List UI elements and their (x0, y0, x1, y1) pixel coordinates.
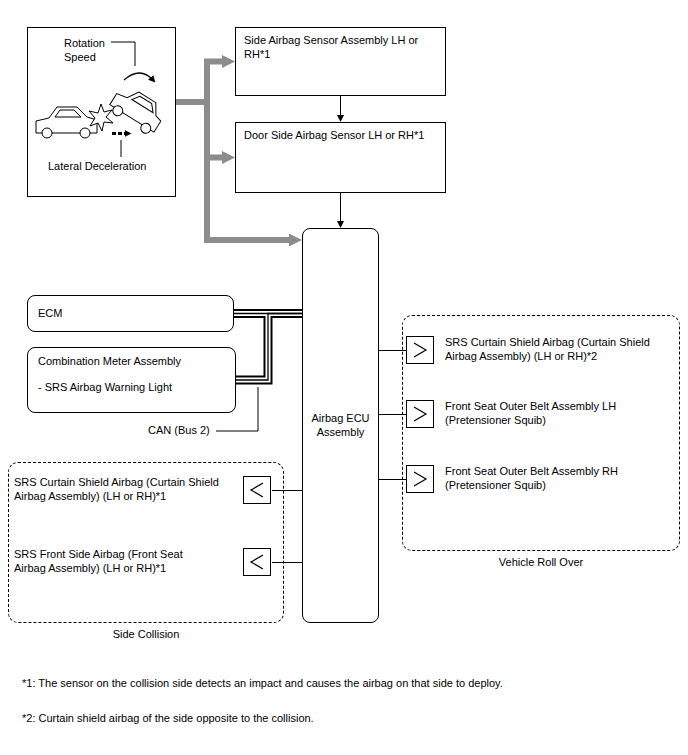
squib-symbol (244, 477, 271, 504)
node-text: Front Seat Outer Belt Assembly RH (Prete… (445, 463, 645, 493)
leader-line (121, 140, 122, 157)
sensor-box: Door Side Airbag Sensor LH or RH*1 (235, 122, 446, 193)
squib-symbol (406, 465, 435, 495)
squib-symbol (414, 343, 426, 357)
node-text: Combination Meter Assembly (38, 355, 225, 369)
squib-item: Front Seat Outer Belt Assembly LH (Prete… (406, 398, 668, 432)
squib-symbol (243, 548, 272, 578)
ecu-box: ECM (27, 295, 234, 332)
group-region: SRS Curtain Shield Airbag (Curtain Shiel… (402, 315, 680, 551)
node-text: Airbag ECU Assembly (305, 412, 376, 440)
illustration-box: Rotation SpeedLateral Deceleration (27, 27, 176, 197)
motion-arrow (112, 132, 128, 135)
node-text: Lateral Deceleration (48, 160, 173, 174)
footnote: *2: Curtain shield airbag of the side op… (22, 712, 672, 726)
can-bus (236, 314, 302, 381)
squib-symbol (407, 466, 434, 493)
signal-arrow (340, 193, 341, 221)
signal-arrow (176, 102, 222, 158)
signal-arrow (340, 96, 341, 115)
node-text: Front Seat Outer Belt Assembly LH (Prete… (445, 398, 645, 428)
node-text: ECM (38, 307, 62, 321)
car (107, 83, 168, 138)
squib-symbol (407, 401, 434, 428)
leader-line (216, 387, 258, 431)
squib-item: SRS Front Side Airbag (Front Seat Airbag… (14, 546, 272, 580)
node-text: - SRS Airbag Warning Light (38, 381, 225, 395)
impact-mark (89, 104, 113, 131)
car (36, 107, 97, 138)
node-text: SRS Front Side Airbag (Front Seat Airbag… (14, 546, 199, 576)
sensor-box: Side Airbag Sensor Assembly LH or RH*1 (235, 27, 446, 96)
squib-symbol (407, 337, 434, 364)
squib-item: Front Seat Outer Belt Assembly RH (Prete… (406, 463, 668, 497)
squib-symbol (244, 549, 271, 576)
squib-wire (272, 490, 302, 491)
can-bus (236, 314, 302, 381)
squib-symbol (243, 476, 272, 506)
node-text: Vehicle Roll Over (403, 556, 679, 570)
node-text: Side Collision (9, 628, 283, 642)
meter-box: Combination Meter Assembly - SRS Airbag W… (27, 347, 236, 413)
squib-item: SRS Curtain Shield Airbag (Curtain Shiel… (14, 474, 272, 508)
node-text: Door Side Airbag Sensor LH or RH*1 (244, 129, 439, 143)
squib-symbol (251, 555, 263, 569)
signal-arrow (176, 62, 222, 103)
squib-wire (272, 562, 302, 563)
can-bus (236, 314, 302, 381)
rotation-arrow (124, 73, 153, 80)
group-region: SRS Curtain Shield Airbag (Curtain Shiel… (8, 462, 284, 623)
footnote: *1: The sensor on the collision side det… (22, 677, 672, 691)
leader-line (111, 42, 135, 66)
node-text: Rotation Speed (64, 37, 126, 65)
node-text: Side Airbag Sensor Assembly LH or RH*1 (244, 34, 439, 62)
node-text: SRS Curtain Shield Airbag (Curtain Shiel… (445, 334, 660, 364)
squib-symbol (414, 407, 426, 421)
bus-label: CAN (Bus 2) (148, 424, 214, 438)
airbag-ecu-box: Airbag ECU Assembly (302, 228, 379, 623)
squib-symbol (406, 400, 435, 430)
squib-item: SRS Curtain Shield Airbag (Curtain Shiel… (406, 334, 668, 368)
squib-symbol (251, 483, 263, 497)
squib-symbol (414, 472, 426, 486)
node-text: SRS Curtain Shield Airbag (Curtain Shiel… (14, 474, 238, 504)
squib-symbol (406, 336, 435, 366)
